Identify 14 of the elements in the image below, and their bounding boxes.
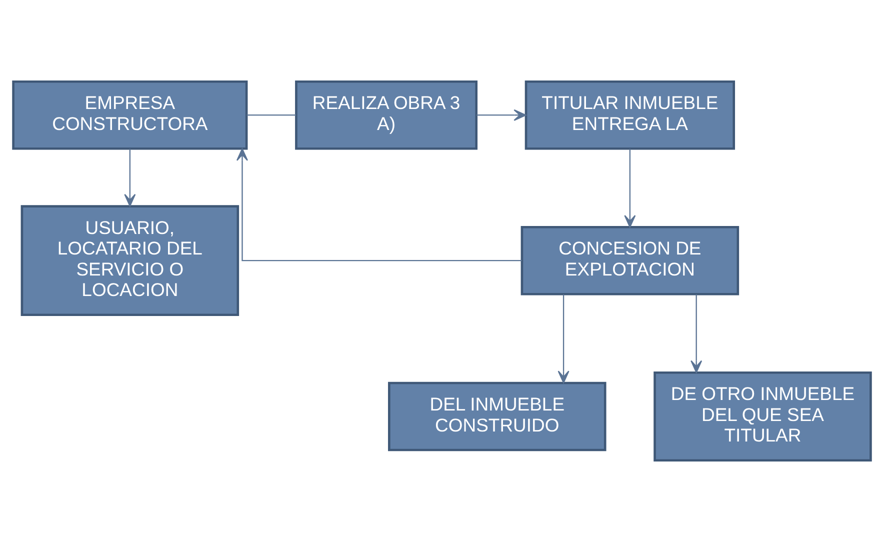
connector <box>246 114 296 116</box>
node-box: DEL INMUEBLE CONSTRUIDO <box>388 382 606 452</box>
arrow <box>624 148 636 228</box>
node-box: EMPRESA CONSTRUCTORA <box>12 80 248 150</box>
arrow <box>558 294 570 384</box>
arrow <box>124 148 136 207</box>
node-box: DE OTRO INMUEBLE DEL QUE SEA TITULAR <box>654 371 872 462</box>
arrow <box>476 109 526 121</box>
arrow <box>236 148 522 262</box>
node-box: REALIZA OBRA 3 A) <box>295 80 478 150</box>
node-box: TITULAR INMUEBLE ENTREGA LA <box>524 80 736 150</box>
arrow <box>690 294 702 373</box>
node-box: USUARIO, LOCATARIO DEL SERVICIO O LOCACION <box>20 205 240 316</box>
node-box: CONCESION DE EXPLOTACION <box>520 226 740 296</box>
